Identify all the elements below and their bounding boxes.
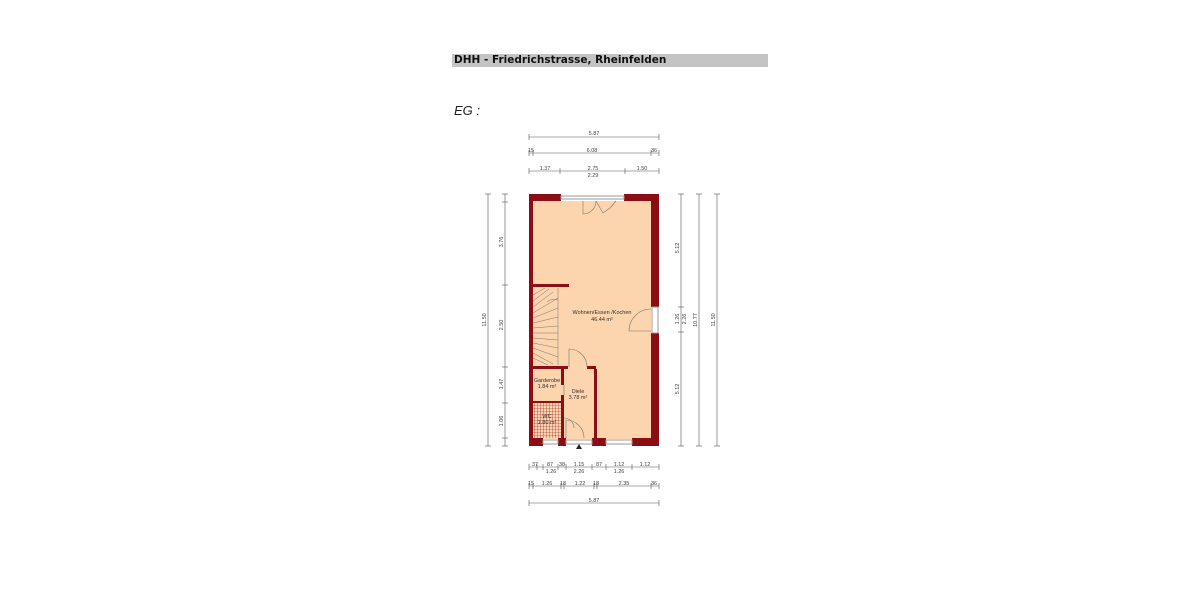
dim-bottom-r2-2: 1.26 [542, 481, 553, 487]
dim-top-inner-middle: 6.08 [587, 148, 598, 154]
dim-right-seg-1: 5.12 [675, 243, 681, 254]
room-area-diele: 3.78 m² [569, 395, 588, 401]
dim-bottom-r2-7: 36 [651, 481, 657, 487]
dim-bottom-5: 87 [596, 462, 602, 468]
dim-top-inner-right: 36 [651, 148, 657, 154]
dim-right-seg-3: 5.12 [675, 384, 681, 395]
dim-left-seg-2: 2.50 [499, 320, 505, 331]
dim-bottom-overall: 5.87 [589, 498, 600, 504]
dim-top-overall: 5.87 [589, 131, 600, 137]
project-title: DHH - Friedrichstrasse, Rheinfelden [452, 54, 768, 67]
dim-left-seg-4: 1.06 [499, 416, 505, 427]
room-area-wohnen: 46.44 m² [591, 317, 613, 323]
dim-bottom-2: 87 [547, 462, 553, 468]
dim-bottom-7: 1.12 [640, 462, 651, 468]
dim-bottom-3: 38 [559, 462, 565, 468]
floor-label: EG : [454, 103, 481, 118]
dim-bottom-r2-6: 2.35 [619, 481, 630, 487]
dim-left-overall: 11.50 [482, 313, 488, 326]
dim-left-seg-1: 3.76 [499, 237, 505, 248]
dim-bottom-r2-4: 1.22 [575, 481, 586, 487]
room-area-garderobe: 1.84 m² [538, 384, 557, 390]
room-label-wc: WC [542, 414, 551, 420]
dim-right-overall: 11.50 [711, 313, 717, 326]
dim-bottom-1: 37 [532, 462, 538, 468]
walls [529, 194, 659, 446]
dim-right-seg-2: 1.26 [675, 314, 681, 325]
dim-top-opening-right: 1.50 [637, 166, 648, 172]
dim-bottom-4: 1.15 [574, 462, 585, 468]
dim-top-opening-middle: 2.75 [588, 166, 599, 172]
dim-bottom-r2-1: 15 [528, 481, 534, 487]
dim-bottom-r2-3: 18 [560, 481, 566, 487]
room-area-wc: 1.80 m² [538, 420, 557, 426]
bottom-dimensions [528, 464, 660, 506]
dim-bottom-6b: 1.26 [614, 469, 625, 475]
room-label-garderobe: Garderobe [534, 378, 560, 384]
dim-top-opening-middle-2: 2.29 [588, 173, 599, 179]
dim-bottom-r2-5: 18 [593, 481, 599, 487]
dim-right-middle: 10.77 [693, 313, 699, 327]
right-dimensions [678, 193, 720, 447]
entrance-arrow-icon [576, 444, 582, 449]
top-dimensions [528, 134, 660, 174]
dim-bottom-4b: 2.26 [574, 469, 585, 475]
room-label-wohnen: Wohnen/Essen /Kochen [573, 310, 632, 316]
dim-bottom-6: 1.12 [614, 462, 625, 468]
dim-right-seg-2b: 2.26 [682, 314, 688, 325]
dim-top-opening-left: 1.37 [540, 166, 551, 172]
wc-tiles [533, 403, 561, 438]
floor-area [533, 201, 651, 439]
staircase [532, 287, 559, 366]
doors [563, 200, 652, 439]
dim-bottom-2b: 1.26 [546, 469, 557, 475]
room-label-diele: Diele [572, 389, 585, 395]
dim-top-inner-left: 15 [528, 148, 534, 154]
dim-left-seg-3: 1.47 [499, 379, 505, 390]
left-dimensions [485, 193, 508, 447]
